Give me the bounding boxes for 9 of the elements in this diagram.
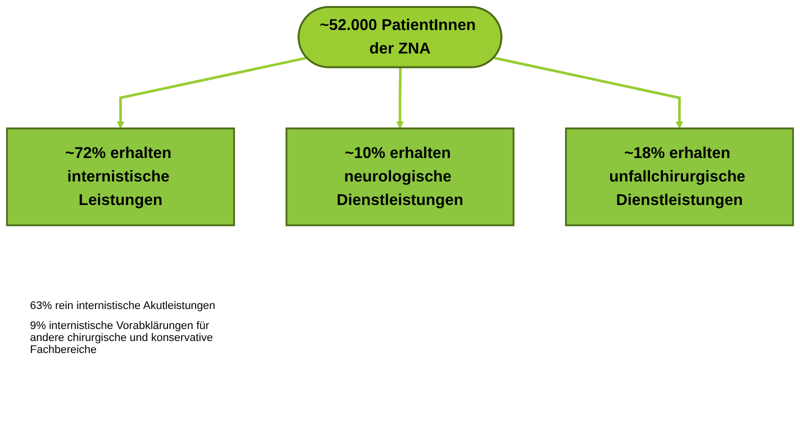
arrow xyxy=(396,68,404,129)
node-box xyxy=(565,128,794,226)
flowchart-diagram: ~52.000 PatientInnen der ZNA ~72% erhalten internistische Leistungen ~10% erhalten neurologische Dienstleistungen ~18% erhalten unfallchirurgische Dienstleistungen xyxy=(0,0,800,232)
node-box xyxy=(286,128,514,226)
side-note: 63% rein internistische Akutleistungen xyxy=(30,300,216,312)
arrow xyxy=(494,56,684,129)
node-box xyxy=(6,128,235,226)
arrow xyxy=(116,56,308,129)
side-note: 9% internistische Vorabklärungen für andere chirurgische und konservative Fachbereiche xyxy=(30,320,214,356)
